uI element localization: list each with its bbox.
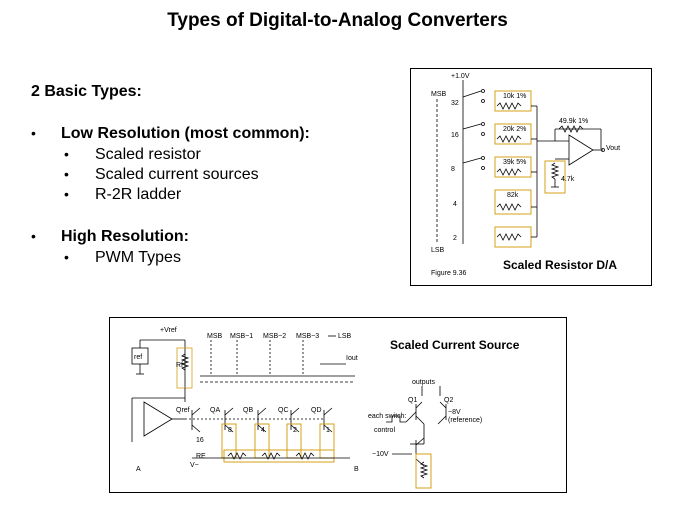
vminus-label: V− — [190, 462, 199, 469]
weight-label: 32 — [451, 100, 459, 107]
subheading: 2 Basic Types: — [31, 83, 142, 100]
weight-label: 8 — [451, 166, 455, 173]
bullet-heading: High Resolution: — [61, 228, 189, 245]
scaled-resistor-figure: +1.0V MSB LSB Figure 9.36 32 16 8 4 2 10… — [410, 68, 652, 286]
resistor-label: 20k 2% — [503, 126, 526, 133]
transistor-array — [191, 407, 333, 433]
emitter-value: 8 — [228, 427, 232, 434]
bit-label: MSB — [207, 333, 223, 340]
bullet-dot: • — [64, 186, 69, 202]
emitter-value: 16 — [196, 437, 204, 444]
transistor-label: QC — [278, 407, 289, 414]
figure-number: Figure 9.36 — [431, 270, 467, 277]
bit-label: MSB−3 — [296, 333, 319, 340]
resistor-label: 82k — [507, 192, 519, 199]
highlight-boxes — [494, 90, 566, 248]
load-resistor-label: 4.7k — [561, 176, 575, 183]
q2-label: Q2 — [444, 397, 453, 404]
rf-label: Rf — [176, 362, 183, 369]
supply-label: +1.0V — [451, 73, 470, 80]
figure-caption: Scaled Current Source — [390, 338, 520, 352]
bullet-dot: • — [64, 166, 69, 182]
outputs-label: outputs — [412, 379, 435, 386]
feedback-resistor-label: 49.9k 1% — [559, 118, 588, 125]
transistor-label: QD — [311, 407, 322, 414]
bullet-dot: • — [64, 146, 69, 162]
ref-label: ref — [134, 354, 142, 361]
figure-caption: Scaled Resistor D/A — [503, 258, 618, 272]
bullet-dot: • — [31, 228, 36, 244]
bullet-dot: • — [64, 249, 69, 265]
bullet-heading: Low Resolution (most common): — [61, 125, 310, 142]
sub-bullet-text: R-2R ladder — [95, 186, 182, 203]
corner-label: A — [136, 466, 141, 473]
minus8v-label: −8V — [448, 409, 461, 416]
msb-label: MSB — [431, 91, 447, 98]
emitter-value: 2 — [293, 427, 297, 434]
bit-label: MSB−2 — [263, 333, 286, 340]
weight-label: 2 — [453, 235, 457, 242]
sub-bullet-text: PWM Types — [95, 249, 181, 266]
transistor-label: QA — [210, 407, 220, 414]
bullet-dot: • — [31, 125, 36, 141]
control-label: control — [374, 427, 395, 434]
weight-label: 4 — [453, 201, 457, 208]
vout-label: Vout — [606, 145, 620, 152]
opamp-symbol — [568, 134, 594, 166]
resistor-label: 10k 1% — [503, 93, 526, 100]
weight-label: 16 — [451, 132, 459, 139]
iout-label: Iout — [346, 355, 358, 362]
emitter-value: 4 — [261, 427, 265, 434]
q1-label: Q1 — [408, 397, 417, 404]
lsb-label: LSB — [431, 247, 445, 254]
transistor-label: QB — [243, 407, 253, 414]
slide-title: Types of Digital-to-Analog Converters — [167, 10, 508, 31]
re-label: RE — [196, 453, 206, 460]
scaled-resistor-schematic: +1.0V MSB LSB Figure 9.36 32 16 8 4 2 10… — [431, 73, 620, 277]
lsb-label: LSB — [338, 333, 352, 340]
corner-label: B — [354, 466, 359, 473]
opamp-symbol — [143, 401, 173, 437]
emitter-value: 1 — [326, 427, 330, 434]
sub-bullet-text: Scaled current sources — [95, 166, 259, 183]
scaled-current-source-figure: +Vref ref Rf MSB MSB−1 MSB−2 MSB−3 LSB I… — [109, 317, 567, 493]
vref-label: +Vref — [160, 327, 177, 334]
bit-switches — [462, 89, 485, 170]
resistor-label: 39k 5% — [503, 159, 526, 166]
sub-bullet-text: Scaled resistor — [95, 146, 201, 163]
each-switch-label: each switch: — [368, 413, 407, 420]
current-source-schematic: +Vref ref Rf MSB MSB−1 MSB−2 MSB−3 LSB I… — [131, 327, 482, 489]
transistor-label: Qref — [176, 407, 190, 414]
bit-label: MSB−1 — [230, 333, 253, 340]
reference-label: (reference) — [448, 417, 482, 424]
minus10v-label: −10V — [372, 451, 389, 458]
